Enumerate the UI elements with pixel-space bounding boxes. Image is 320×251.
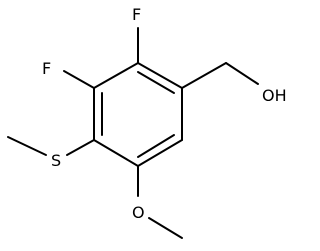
ring-bond-c4-c5 (93, 139, 139, 167)
bond-c5-sulfur (66, 139, 95, 156)
bond-oxygen-methyl (148, 217, 183, 239)
fluorine-label-left: F (42, 59, 51, 78)
bond-c6-fluorine (63, 70, 95, 89)
oxygen-label: O (132, 203, 145, 222)
ring-bond-c3-c4 (137, 139, 183, 167)
bond-c2-ch2 (181, 62, 227, 89)
bond-sulfur-methyl (7, 136, 47, 156)
ring-double-bond-c3-c4 (137, 134, 175, 158)
ring-bond-c6-c1 (93, 62, 139, 89)
fluorine-label-top: F (132, 5, 141, 24)
sulfur-label: S (51, 151, 61, 170)
hydroxyl-label: OH (262, 86, 287, 105)
ring-double-bond-c1-c2 (137, 71, 175, 94)
bond-ch2-hydroxyl (225, 62, 259, 85)
ring-bond-c1-c2 (137, 62, 183, 89)
molecule-diagram: F F S O OH (7, 5, 287, 239)
